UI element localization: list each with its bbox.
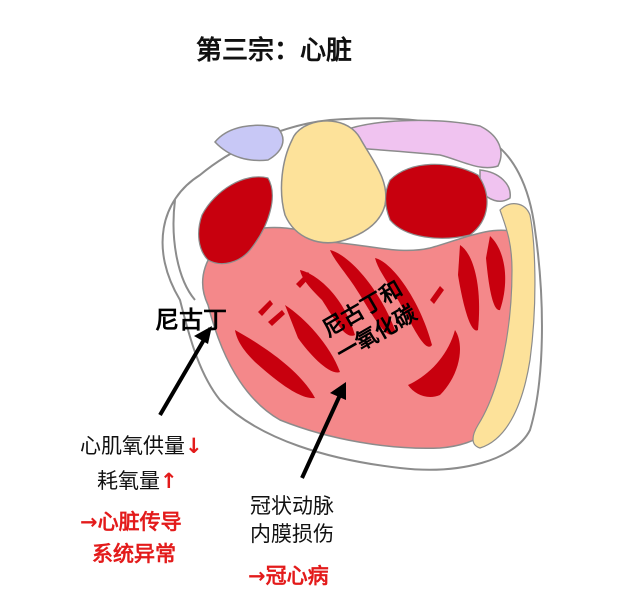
fat-strip	[472, 203, 536, 449]
right-effect-line2: 内膜损伤	[250, 522, 334, 546]
up-arrow-icon: ↑	[160, 469, 178, 493]
muscle-streak	[408, 330, 460, 397]
muscle-streak	[300, 270, 355, 336]
atrium-right-dark	[384, 163, 488, 239]
muscle-streak	[330, 250, 395, 335]
muscle-streak	[486, 236, 506, 311]
muscle-streak-small	[430, 286, 444, 304]
left-result-line1: →心脏传导	[80, 510, 182, 534]
muscle-streak	[458, 245, 480, 331]
right-result: →冠心病	[248, 564, 329, 588]
down-arrow-icon: ↓	[185, 434, 203, 458]
left-effect-line1: 心肌氧供量↓	[80, 430, 203, 460]
left-effect-line2: 耗氧量↑	[97, 465, 178, 495]
muscle-streak-small	[268, 310, 285, 326]
aorta-yellow	[280, 120, 387, 244]
vessel-blue	[214, 124, 284, 162]
left-result-line2: 系统异常	[92, 542, 176, 566]
myocardial-oxygen-supply: 心肌氧供量	[80, 434, 185, 458]
page-title: 第三宗：心脏	[196, 36, 353, 66]
arrow-nicotine-right	[300, 394, 342, 479]
muscle-streak	[375, 258, 432, 347]
oxygen-consumption: 耗氧量	[97, 469, 160, 493]
muscle-streak	[285, 305, 340, 373]
pericardium-inner-line	[172, 199, 196, 301]
muscle-streak	[235, 330, 315, 399]
muscle-streak-small	[258, 300, 273, 316]
label-nicotine: 尼古丁	[155, 306, 227, 334]
arrowhead-left	[194, 326, 212, 344]
muscle-streak-small	[296, 272, 311, 288]
arrow-nicotine-left	[158, 336, 207, 417]
arrowhead-right	[330, 382, 346, 400]
right-effect-line1: 冠状动脉	[250, 494, 334, 518]
atrium-left-dark	[198, 176, 273, 265]
